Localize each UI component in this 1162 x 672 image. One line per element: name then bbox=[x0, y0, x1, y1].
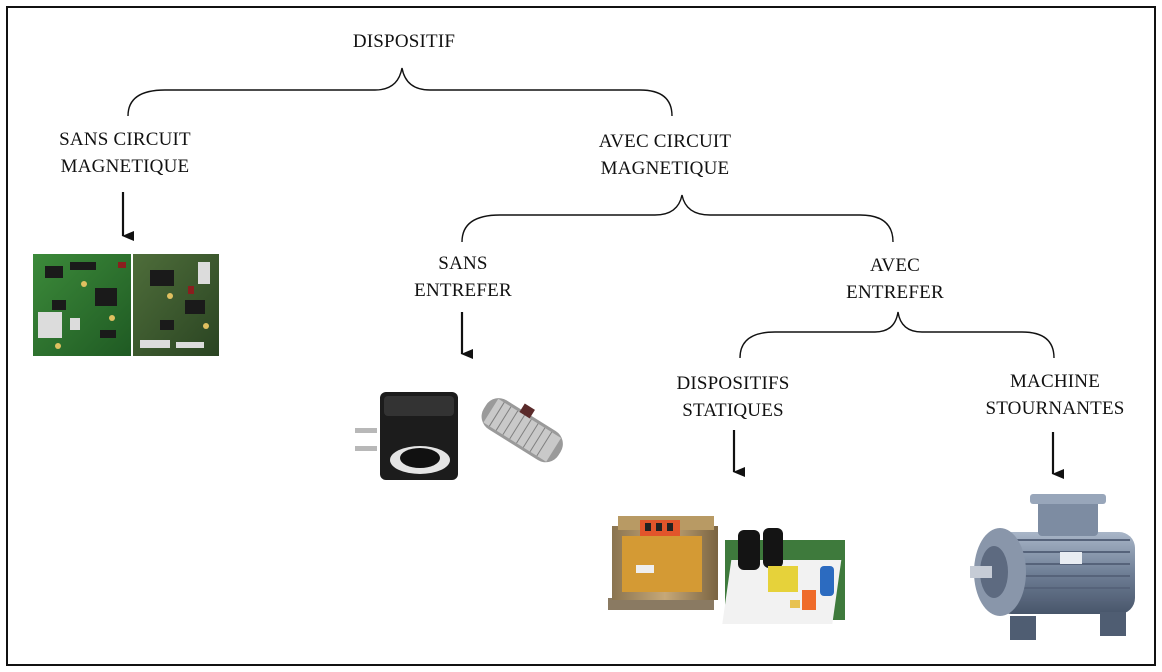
statiques-line1: DISPOSITIFS bbox=[676, 373, 790, 394]
sans-entrefer-label: SANS ENTREFER bbox=[400, 250, 526, 304]
avec-circuit-line1: AVEC CIRCUIT bbox=[598, 131, 732, 152]
root-text: DISPOSITIF bbox=[352, 31, 456, 52]
electric-motor-image bbox=[970, 494, 1135, 640]
sans-entrefer-line2: ENTREFER bbox=[414, 280, 512, 301]
statiques-label: DISPOSITIFS STATIQUES bbox=[658, 370, 808, 424]
avec-circuit-label: AVEC CIRCUIT MAGNETIQUE bbox=[570, 128, 760, 182]
transformer-psu-image bbox=[608, 516, 845, 624]
machines-line2: STOURNANTES bbox=[985, 398, 1125, 419]
sans-circuit-line1: SANS CIRCUIT bbox=[59, 129, 191, 150]
brace-avec-circuit bbox=[461, 194, 894, 243]
sans-circuit-label: SANS CIRCUIT MAGNETIQUE bbox=[35, 126, 215, 180]
avec-entrefer-line2: ENTREFER bbox=[846, 282, 944, 303]
machines-label: MACHINE STOURNANTES bbox=[965, 368, 1145, 422]
avec-entrefer-label: AVEC ENTREFER bbox=[830, 252, 960, 306]
avec-circuit-line2: MAGNETIQUE bbox=[600, 158, 730, 179]
machines-line1: MACHINE bbox=[1009, 371, 1101, 392]
variac-rheostat-image bbox=[355, 392, 563, 480]
sans-entrefer-line1: SANS bbox=[438, 253, 488, 274]
sans-circuit-line2: MAGNETIQUE bbox=[60, 156, 190, 177]
root-label: DISPOSITIF bbox=[327, 28, 481, 55]
statiques-line2: STATIQUES bbox=[682, 400, 784, 421]
brace-avec-entrefer bbox=[739, 311, 1055, 359]
circuit-boards-image bbox=[33, 254, 219, 356]
avec-entrefer-line1: AVEC bbox=[869, 255, 921, 276]
brace-root bbox=[127, 67, 673, 117]
